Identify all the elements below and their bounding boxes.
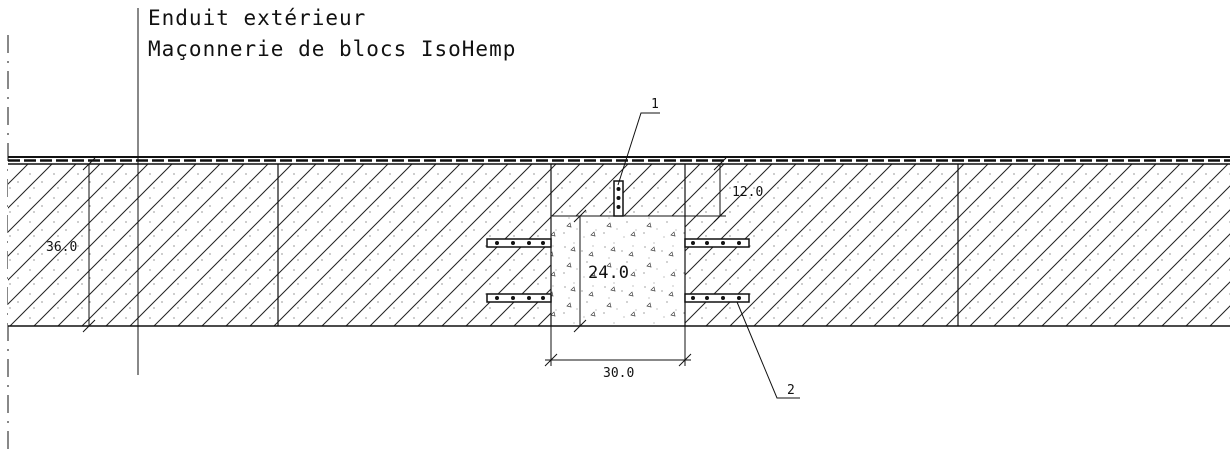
horizontal-anchor-right-upper (684, 238, 750, 248)
callout-1-label: 1 (651, 97, 659, 112)
legend-line-masonry: Maçonnerie de blocs IsoHemp (148, 37, 516, 61)
thickness-dimension-label: 36.0 (46, 240, 77, 255)
offset-dimension-tick (713, 209, 727, 223)
offset-dimension-tick (713, 157, 727, 171)
column-width-tick (678, 353, 692, 367)
callout-2-label: 2 (787, 383, 795, 398)
horizontal-anchor-left-upper (486, 238, 552, 248)
horizontal-anchor-right-lower (684, 293, 750, 303)
callout-1-leader (617, 112, 660, 186)
callout-2-leader (736, 301, 800, 399)
column-concrete (550, 215, 686, 327)
column-width-tick (544, 353, 558, 367)
thickness-dimension-tick (82, 319, 96, 333)
column-depth-tick (573, 209, 587, 223)
legend-line-plaster: Enduit extérieur (148, 6, 366, 30)
horizontal-anchor-left-lower (486, 293, 552, 303)
column-depth-label: 24.0 (588, 263, 629, 283)
offset-dimension-label: 12.0 (732, 185, 763, 200)
column-width-label: 30.0 (603, 366, 634, 381)
column-depth-tick (573, 319, 587, 333)
thickness-dimension-tick (82, 157, 96, 171)
vertical-anchor-item-1 (613, 180, 624, 217)
